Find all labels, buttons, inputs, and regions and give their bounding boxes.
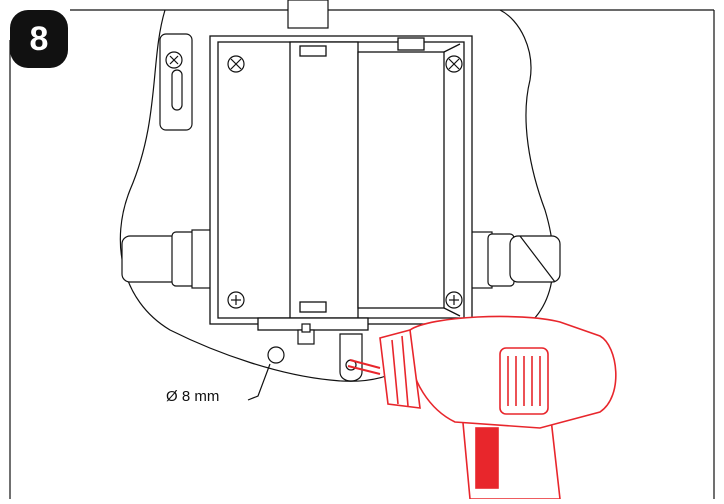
bottom-nut [297,323,315,345]
figure-frame [9,9,715,499]
top-pipe [287,0,329,29]
control-box [209,35,473,331]
step-badge-shape [10,10,68,68]
bracket-eye [339,333,363,382]
hole-marker-icon [267,346,285,364]
bracket-left [159,33,193,131]
right-pipe [461,231,561,289]
screw-icon [227,55,463,309]
step-number: 8 [29,20,49,58]
dimension-leader [247,363,271,401]
left-pipe [121,229,223,289]
wall-outline [119,9,554,382]
hole-diameter-label: Ø 8 mm [166,388,220,405]
drill-icon [347,315,617,500]
step-badge: 8 [10,10,68,68]
